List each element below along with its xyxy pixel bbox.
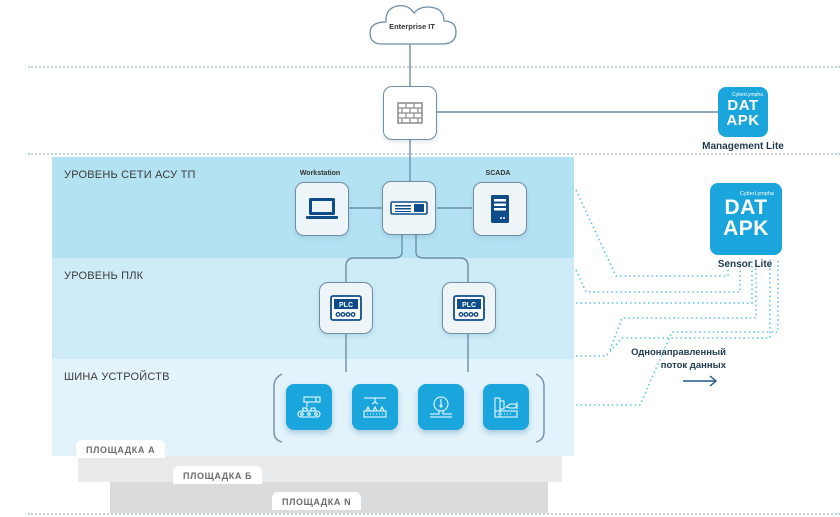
switch-node[interactable] <box>382 181 436 235</box>
conveyor-robot-icon <box>297 396 321 418</box>
scada-label: SCADA <box>485 170 511 177</box>
laptop-icon <box>306 198 338 219</box>
flow-label-line1: Однонаправленный <box>631 347 726 358</box>
separator-top <box>28 66 840 68</box>
link-switch-plc-right <box>415 235 469 282</box>
separator-bottom <box>28 513 840 515</box>
site-tab-b: ПЛОЩАДКА Б <box>173 466 263 484</box>
sensor-lite-caption: Sensor Lite <box>717 259 773 270</box>
device-pressure-gauge[interactable] <box>418 384 464 430</box>
plc-label: PLC <box>462 302 476 309</box>
brand-label: CyberLympha <box>739 191 774 197</box>
firewall-brick-icon <box>397 102 423 124</box>
plc-node-2[interactable]: PLC <box>442 282 496 334</box>
cloud-label: Enterprise IT <box>389 22 435 31</box>
pressure-gauge-icon <box>430 396 452 418</box>
mirror-line-5 <box>576 258 779 406</box>
device-cnc-machine[interactable] <box>483 384 529 430</box>
flow-label-line2: поток данных <box>660 360 726 371</box>
network-switch-icon <box>390 201 428 215</box>
workstation-node[interactable] <box>295 182 349 236</box>
assembly-line-icon <box>363 397 387 418</box>
product-line2: APK <box>723 217 769 240</box>
product-line1: DAT <box>724 196 768 219</box>
enterprise-it-cloud: Enterprise IT <box>364 2 460 48</box>
site-b <box>78 456 562 482</box>
management-lite-product[interactable]: CyberLympha DAT APK <box>718 87 768 137</box>
cnc-machine-icon <box>494 397 518 418</box>
bus-bracket-right <box>535 373 545 443</box>
mirror-line-4 <box>609 258 757 351</box>
product-line1: DAT <box>727 97 759 114</box>
brand-label: CyberLympha <box>732 92 763 98</box>
management-lite-caption: Management Lite <box>702 141 784 152</box>
level-label: ШИНА УСТРОЙСТВ <box>64 371 170 383</box>
plc-icon: PLC <box>453 295 485 321</box>
flow-arrow <box>683 375 718 387</box>
server-icon <box>491 195 509 223</box>
level-label: УРОВЕНЬ СЕТИ АСУ ТП <box>64 169 196 181</box>
device-conveyor-robot[interactable] <box>286 384 332 430</box>
firewall-node[interactable] <box>383 86 437 140</box>
site-tab-n: ПЛОЩАДКА N <box>272 492 362 510</box>
level-label: УРОВЕНЬ ПЛК <box>64 270 144 282</box>
plc-node-1[interactable]: PLC <box>319 282 373 334</box>
plc-label: PLC <box>339 302 353 309</box>
cloud-icon <box>369 5 457 45</box>
bus-bracket-left <box>273 373 283 443</box>
device-assembly-line[interactable] <box>352 384 398 430</box>
data-flow-label: Однонаправленный поток данных <box>590 346 726 372</box>
site-tab-a: ПЛОЩАДКА А <box>76 440 166 458</box>
plc-icon: PLC <box>330 295 362 321</box>
workstation-label: Workstation <box>299 170 341 177</box>
scada-node[interactable] <box>473 182 527 236</box>
link-switch-plc-left <box>345 235 403 282</box>
separator-middle <box>28 153 840 155</box>
mirror-line-3 <box>576 258 753 304</box>
product-line2: APK <box>726 112 760 129</box>
sensor-lite-product[interactable]: CyberLympha DAT APK <box>710 183 782 255</box>
